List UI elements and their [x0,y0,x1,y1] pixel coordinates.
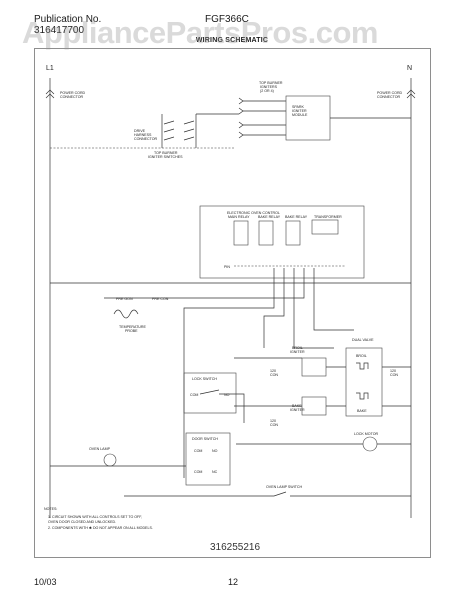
probe-icon [113,309,139,319]
spark-module-line3: MODULE [292,113,308,117]
wiring-diagram: L1 N POWER CORD CONNECTOR POWER CORD CON… [34,48,431,558]
burner-switches-line1: TOP BURNER [154,151,178,155]
door-no-label: NO [212,449,218,453]
drive-harness-line1: DRIVE [134,129,146,133]
note-1-line1: 1. CIRCUIT SHOWN WITH ALL CONTROLS SET T… [48,515,142,519]
frame-border [34,48,431,558]
bake-igniter-line2: IGNITER [290,408,305,412]
schematic-frame: L1 N POWER CORD CONNECTOR POWER CORD CON… [34,48,431,558]
drive-harness-line2: HARNESS [134,133,152,137]
oven-lamp-label: OVEN LAMP [89,447,111,451]
eoc-relays [233,219,339,246]
oven-lamp-icon [103,453,117,467]
bake-120-con-line1: 120 [270,419,276,423]
probe-line1: TEMPERATURE [119,325,146,329]
broil-igniter-line2: IGNITER [290,350,305,354]
model-number: FGF366C [205,14,249,25]
probe-line2: PROBE [125,329,138,333]
valve-120-con-line1: 120 [390,369,396,373]
door-com-label-2: COM [194,470,202,474]
relay-label-4: TRANSFORMER [314,215,342,219]
valve-coils-icon [356,362,369,400]
broil-igniter-box [301,357,327,377]
publication-label-text: Publication No. [34,14,102,25]
valve-120-con-line2: CON [390,373,398,377]
oven-lamp-switch-wire [124,491,411,497]
lock-no-label: NO [224,393,230,397]
pre-gon-label: PRE GON [116,297,133,301]
probe-wire [104,268,305,299]
publication-number: 316417700 [34,25,85,36]
power-cord-right-line1: POWER CORD [377,91,403,95]
pre-con-label: PRE CON [152,297,169,301]
relay-label-3: BAKE RELAY [285,215,308,219]
spark-module-line1: SPARK [292,105,305,109]
door-switch-label: DOOR SWITCH [192,437,218,441]
drive-harness-line3: CONNECTOR [134,137,157,141]
broil-120-con-line2: CON [270,373,278,377]
top-burner-igniters-line3: (2 OR 4) [260,89,274,93]
lock-motor-icon [362,436,378,452]
n-label: N [407,65,412,72]
pin-label: PIN [224,265,230,269]
relay-label-2: BAKE RELAY [258,215,281,219]
bake-120-con-line2: CON [270,423,278,427]
power-cord-left-line2: CONNECTOR [60,95,83,99]
relay-label-1: MAIN RELAY [228,215,250,219]
door-nc-label: NC [212,470,218,474]
schematic-title: WIRING SCHEMATIC [195,37,269,44]
power-cord-right-line2: CONNECTOR [377,95,400,99]
burner-switches-line2: IGNITER SWITCHES [148,155,183,159]
publication-label: Publication No. 316417700 [34,14,101,36]
lock-switch-label: LOCK SWITCH [192,377,217,381]
part-number: 316255216 [210,542,261,553]
note-2: 2. COMPONENTS WITH ✱ DO NOT APPEAR ON AL… [48,526,153,530]
valve-broil-label: BROIL [356,354,367,358]
top-burner-igniters-line2: IGNITERS [260,85,278,89]
lock-com-label: COM [190,393,198,397]
power-cord-left-icon [45,89,55,99]
door-com-label-1: COM [194,449,202,453]
lock-motor-label: LOCK MOTOR [354,432,378,436]
spark-module-box [285,95,331,141]
burner-switches [50,113,239,149]
spark-module-line2: IGNITER [292,109,307,113]
valve-bake-label: BAKE [357,409,367,413]
door-switch-box [185,432,231,486]
footer-date: 10/03 [34,577,57,587]
broil-circuit-wire [234,357,411,368]
eoc-title: ELECTRONIC OVEN CONTROL [227,211,280,215]
notes-heading: NOTES: [44,507,57,511]
broil-igniter-line1: BROIL [292,346,303,350]
power-cord-right-icon [406,89,416,99]
lock-switch-contact [199,389,245,423]
lock-switch-box [183,372,237,414]
dual-valve-box [345,347,383,417]
note-1-line2: OVEN DOOR CLOSED AND UNLOCKED. [48,520,116,524]
footer-page-number: 12 [228,577,239,587]
broil-120-con-line1: 120 [270,369,276,373]
eoc-box [199,205,365,279]
oven-lamp-switch-label: OVEN LAMP SWITCH [266,485,302,489]
dual-valve-label: DUAL VALVE [352,338,374,342]
bake-igniter-box [301,396,327,416]
igniter-electrodes [238,97,286,139]
watermark: AppliancePartsPros.com [22,15,378,50]
l1-label: L1 [46,65,54,72]
power-cord-left-line1: POWER CORD [60,91,86,95]
top-burner-igniters-line1: TOP BURNER [259,81,283,85]
